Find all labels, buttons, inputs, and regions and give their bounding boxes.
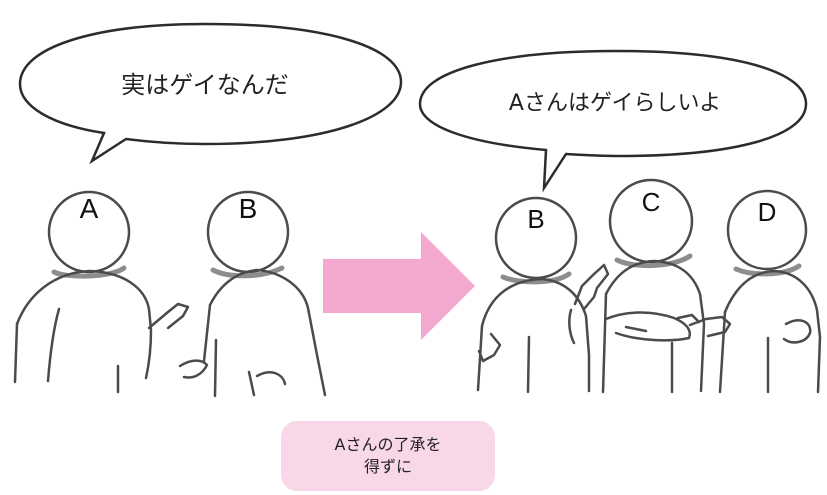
right-speech-bubble — [418, 49, 808, 193]
person-c — [601, 178, 706, 394]
person-b-right — [476, 196, 610, 394]
person-b-left — [178, 190, 327, 398]
left-bubble-text: 実はゲイなんだ — [121, 71, 289, 99]
person-d — [688, 189, 822, 394]
caption-line-2: 得ずに — [363, 457, 412, 476]
person-c-label: C — [642, 187, 661, 217]
person-b-right-label: B — [527, 204, 544, 234]
person-d-label: D — [758, 197, 777, 227]
person-b-left-label: B — [239, 193, 258, 224]
caption-box: Aさんの了承を 得ずに — [281, 421, 495, 491]
caption-line-1: Aさんの了承を — [334, 435, 442, 454]
left-speech-bubble — [18, 22, 403, 165]
right-arrow-icon — [323, 232, 475, 340]
person-a — [13, 190, 190, 394]
right-bubble-text: Aさんはゲイらしいよ — [509, 91, 721, 116]
person-a-label: A — [80, 193, 99, 224]
